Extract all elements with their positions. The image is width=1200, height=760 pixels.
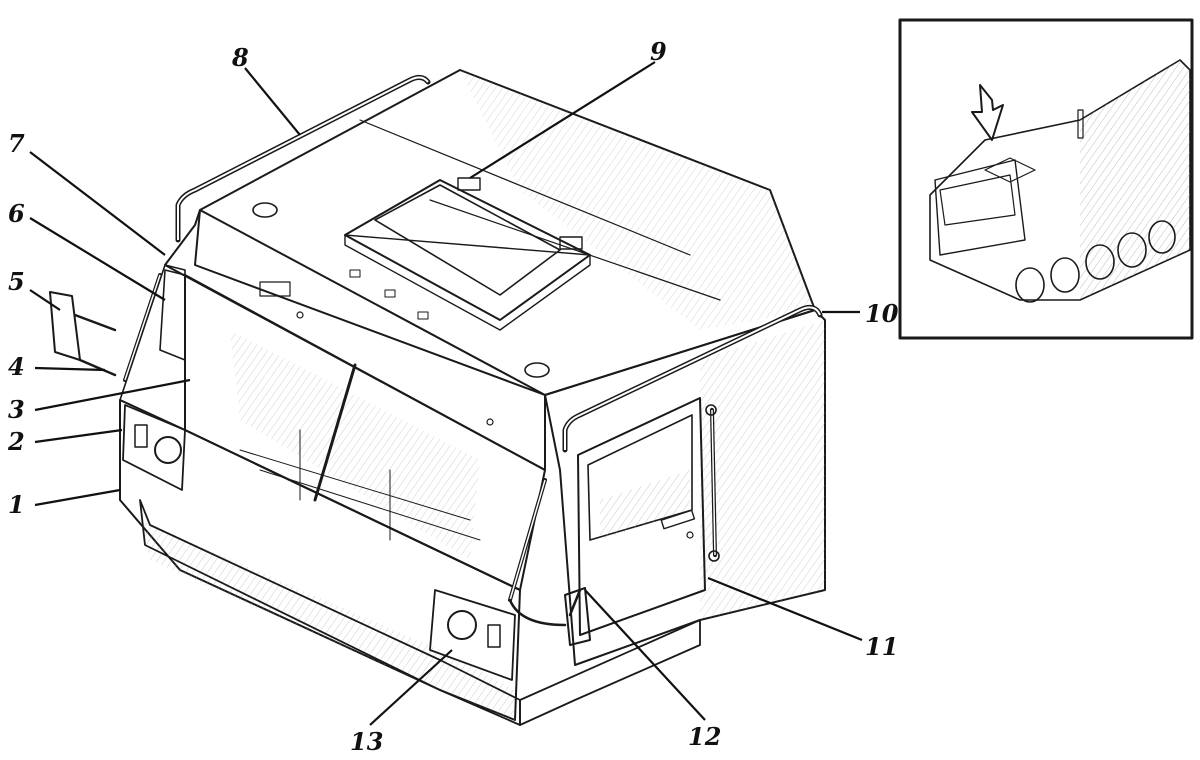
callout-10: 10 bbox=[865, 299, 899, 328]
side-door bbox=[577, 397, 720, 636]
callout-9: 9 bbox=[650, 37, 667, 66]
callout-7: 7 bbox=[8, 129, 25, 158]
inset-arrow-icon bbox=[971, 84, 1004, 141]
leader-lines bbox=[29, 61, 863, 726]
callout-1: 1 bbox=[8, 490, 25, 519]
headlight-left bbox=[122, 404, 186, 491]
cab-body bbox=[119, 69, 826, 726]
roof-handrail-right bbox=[562, 304, 823, 453]
front-lower-shading bbox=[140, 520, 515, 720]
mirror-right bbox=[508, 587, 591, 646]
callout-2: 2 bbox=[7, 427, 25, 456]
roof-hatch bbox=[344, 177, 591, 331]
roof-handrail-left bbox=[175, 74, 431, 243]
callout-3: 3 bbox=[8, 395, 25, 424]
front-visor bbox=[164, 209, 546, 471]
callout-12: 12 bbox=[688, 722, 721, 751]
inset-vehicle-view bbox=[898, 18, 1194, 340]
windshield bbox=[159, 269, 546, 591]
roof-vents bbox=[252, 202, 550, 426]
side-wall-shading bbox=[700, 320, 825, 620]
callout-8: 8 bbox=[231, 43, 249, 72]
mirror-left bbox=[49, 291, 117, 377]
callout-5: 5 bbox=[8, 267, 25, 296]
headlight-right bbox=[429, 589, 516, 681]
callout-13: 13 bbox=[350, 727, 383, 756]
callout-11: 11 bbox=[865, 632, 898, 661]
callout-4: 4 bbox=[8, 352, 25, 381]
callouts: 1 2 3 4 5 6 7 8 9 10 11 12 13 bbox=[7, 37, 899, 756]
roof-shading bbox=[460, 70, 815, 330]
callout-6: 6 bbox=[8, 199, 25, 228]
